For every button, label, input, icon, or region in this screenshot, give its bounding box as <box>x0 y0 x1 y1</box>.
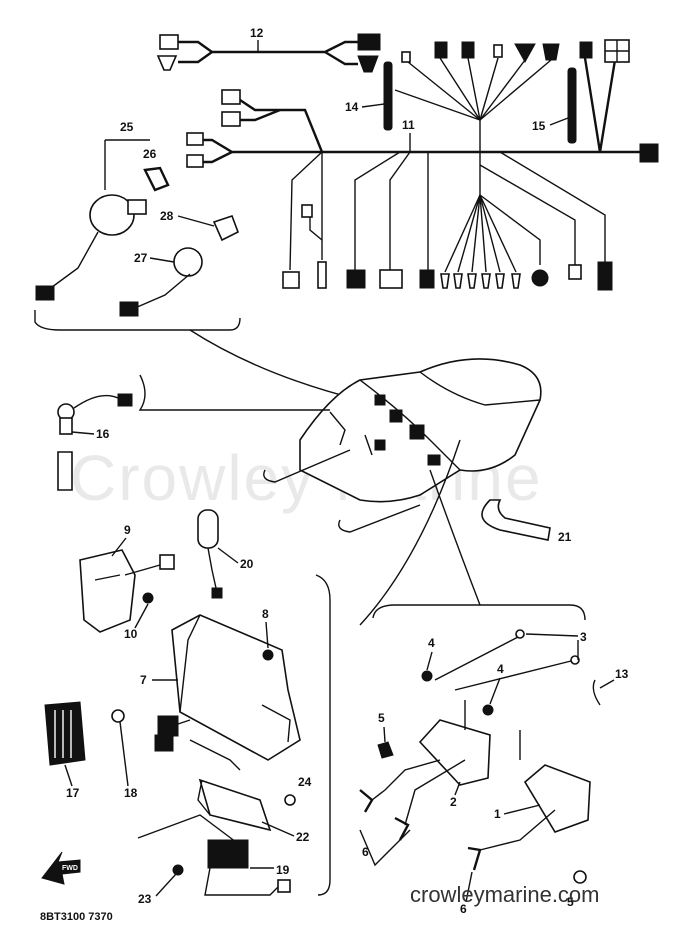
callout-28: 28 <box>160 209 174 223</box>
cdi-unit-7 <box>154 614 301 771</box>
rectifier-17 <box>44 701 125 766</box>
callout-17: 17 <box>66 786 80 800</box>
relay-group <box>137 778 296 896</box>
callout-6a: 6 <box>362 845 369 859</box>
callout-26: 26 <box>143 147 157 161</box>
fwd-arrow: FWD <box>41 851 81 885</box>
callouts: 12 14 11 15 25 26 28 27 16 21 9 20 10 8 … <box>64 26 629 916</box>
callout-16: 16 <box>96 427 110 441</box>
ignition-coil-group <box>359 439 601 871</box>
callout-10: 10 <box>124 627 138 641</box>
callout-23: 23 <box>138 892 152 906</box>
switch-16 <box>57 374 330 491</box>
callout-12: 12 <box>250 26 264 40</box>
callout-3: 3 <box>580 630 587 644</box>
cdi-bracket <box>315 574 331 896</box>
harness-group-bracket <box>34 310 241 331</box>
callout-15: 15 <box>532 119 546 133</box>
key-switch-group <box>35 139 240 317</box>
callout-7: 7 <box>140 673 147 687</box>
callout-19: 19 <box>276 863 290 877</box>
callout-18: 18 <box>124 786 138 800</box>
callout-4a: 4 <box>428 636 435 650</box>
tape-band-14 <box>383 61 393 131</box>
wire-harness-11 <box>186 39 659 291</box>
callout-14: 14 <box>345 100 359 114</box>
callout-6b: 6 <box>460 902 467 916</box>
callout-9: 9 <box>124 523 131 537</box>
bracket-leader <box>189 329 361 401</box>
callout-24: 24 <box>298 775 312 789</box>
part-9-10 <box>79 549 175 633</box>
band-21 <box>481 499 551 541</box>
callout-27: 27 <box>134 251 148 265</box>
tape-band-15 <box>567 67 577 144</box>
callout-2: 2 <box>450 795 457 809</box>
sub-harness-12 <box>156 33 381 73</box>
figure-code: 8BT3100 7370 <box>40 911 113 923</box>
callout-20: 20 <box>240 557 254 571</box>
callout-5b: 5 <box>567 895 574 909</box>
callout-5a: 5 <box>378 711 385 725</box>
callout-13: 13 <box>615 667 629 681</box>
part-20 <box>197 509 223 599</box>
callout-1: 1 <box>494 807 501 821</box>
callout-11: 11 <box>402 118 415 132</box>
callout-21: 21 <box>558 530 572 544</box>
callout-4b: 4 <box>497 662 504 676</box>
callout-22: 22 <box>296 830 310 844</box>
snowmobile-body <box>263 358 542 533</box>
site-watermark: crowleymarine.com <box>410 882 600 907</box>
callout-8: 8 <box>262 607 269 621</box>
callout-25: 25 <box>120 120 134 134</box>
fwd-label: FWD <box>62 865 78 872</box>
